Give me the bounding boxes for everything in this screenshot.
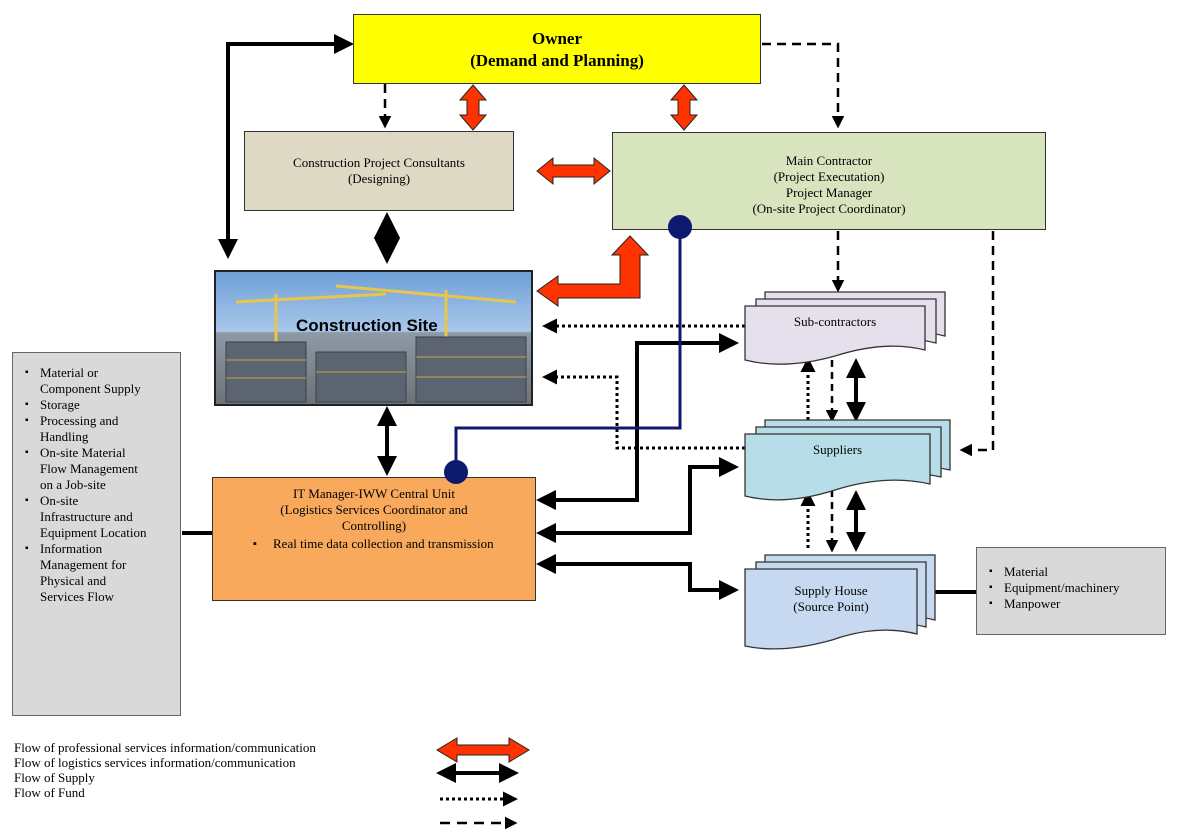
- legend-symbols: [436, 737, 530, 830]
- subcontractors-stack: [744, 291, 946, 365]
- owner-contractor-fund: [762, 42, 845, 129]
- left-activity-item: On-site Material Flow Management on a Jo…: [19, 445, 150, 493]
- supplyhouse-title: Supply House: [794, 583, 868, 598]
- project-manager-role: (On-site Project Coordinator): [752, 201, 906, 216]
- construction-site-image: Construction Site: [214, 270, 533, 406]
- main-contractor-title: Main Contractor: [785, 153, 873, 168]
- owner-box: Owner (Demand and Planning): [353, 14, 761, 84]
- supplyhouse-label: Supply House (Source Point): [745, 583, 917, 615]
- owner-title: Owner: [531, 29, 583, 48]
- legend-professional-arrow: [436, 737, 530, 763]
- left-activity-item: Material or Component Supply: [19, 365, 150, 397]
- left-activities-panel: Material or Component Supply Storage Pro…: [12, 352, 181, 716]
- owner-subtitle: (Demand and Planning): [470, 51, 644, 70]
- it-manager-bullet: Real time data collection and transmissi…: [253, 536, 535, 552]
- legend-item-logistics: Flow of logistics services information/c…: [14, 755, 296, 770]
- owner-site-link: [218, 34, 354, 259]
- supplyhouse-subtitle: (Source Point): [793, 599, 869, 614]
- consultants-title: Construction Project Consultants: [293, 155, 465, 170]
- it-supplyhouse-link: [536, 554, 739, 600]
- construction-site-illustration: [225, 284, 527, 403]
- it-manager-title: IT Manager-IWW Central Unit: [292, 486, 456, 501]
- left-activity-item: Information Management for Physical and …: [19, 541, 150, 605]
- consultants-subtitle: (Designing): [347, 171, 411, 186]
- left-activity-item: Processing and Handling: [19, 413, 150, 445]
- consultants-box: Construction Project Consultants (Design…: [244, 131, 514, 211]
- suppliers-label: Suppliers: [812, 442, 863, 457]
- right-resource-item: Manpower: [983, 596, 1159, 612]
- construction-site-title: Construction Site: [296, 316, 438, 335]
- it-manager-role-cont: Controlling): [341, 518, 407, 533]
- main-contractor-role: (Project Executation): [773, 169, 885, 184]
- right-resource-item: Material: [983, 564, 1159, 580]
- right-resource-item: Equipment/machinery: [983, 580, 1159, 596]
- left-activity-item: On-site Infrastructure and Equipment Loc…: [19, 493, 150, 541]
- supplyhouse-stack: [744, 554, 936, 650]
- project-manager-title: Project Manager: [785, 185, 873, 200]
- right-resources-panel: Material Equipment/machinery Manpower: [976, 547, 1166, 635]
- contractor-supplier-fund: [959, 231, 995, 457]
- main-contractor-box: Main Contractor (Project Executation) Pr…: [612, 132, 1046, 230]
- legend-item-fund: Flow of Fund: [14, 785, 85, 800]
- left-activities-list: Material or Component Supply Storage Pro…: [19, 365, 174, 605]
- it-manager-bullets: Real time data collection and transmissi…: [213, 536, 535, 552]
- consultants-site-link: [374, 212, 400, 264]
- legend: Flow of professional services informatio…: [14, 740, 316, 800]
- it-supplier-link: [536, 457, 739, 543]
- it-manager-role: (Logistics Services Coordinator and: [280, 502, 468, 517]
- it-manager-box: IT Manager-IWW Central Unit (Logistics S…: [212, 477, 536, 601]
- legend-item-supply: Flow of Supply: [14, 770, 95, 785]
- right-resources-list: Material Equipment/machinery Manpower: [983, 564, 1159, 612]
- subcontractors-label: Sub-contractors: [793, 314, 877, 329]
- suppliers-stack: [744, 419, 951, 501]
- it-sub-link: [536, 333, 739, 510]
- legend-item-professional: Flow of professional services informatio…: [14, 740, 316, 755]
- supplier-site-supply: [542, 369, 745, 450]
- left-activity-item: Storage: [19, 397, 150, 413]
